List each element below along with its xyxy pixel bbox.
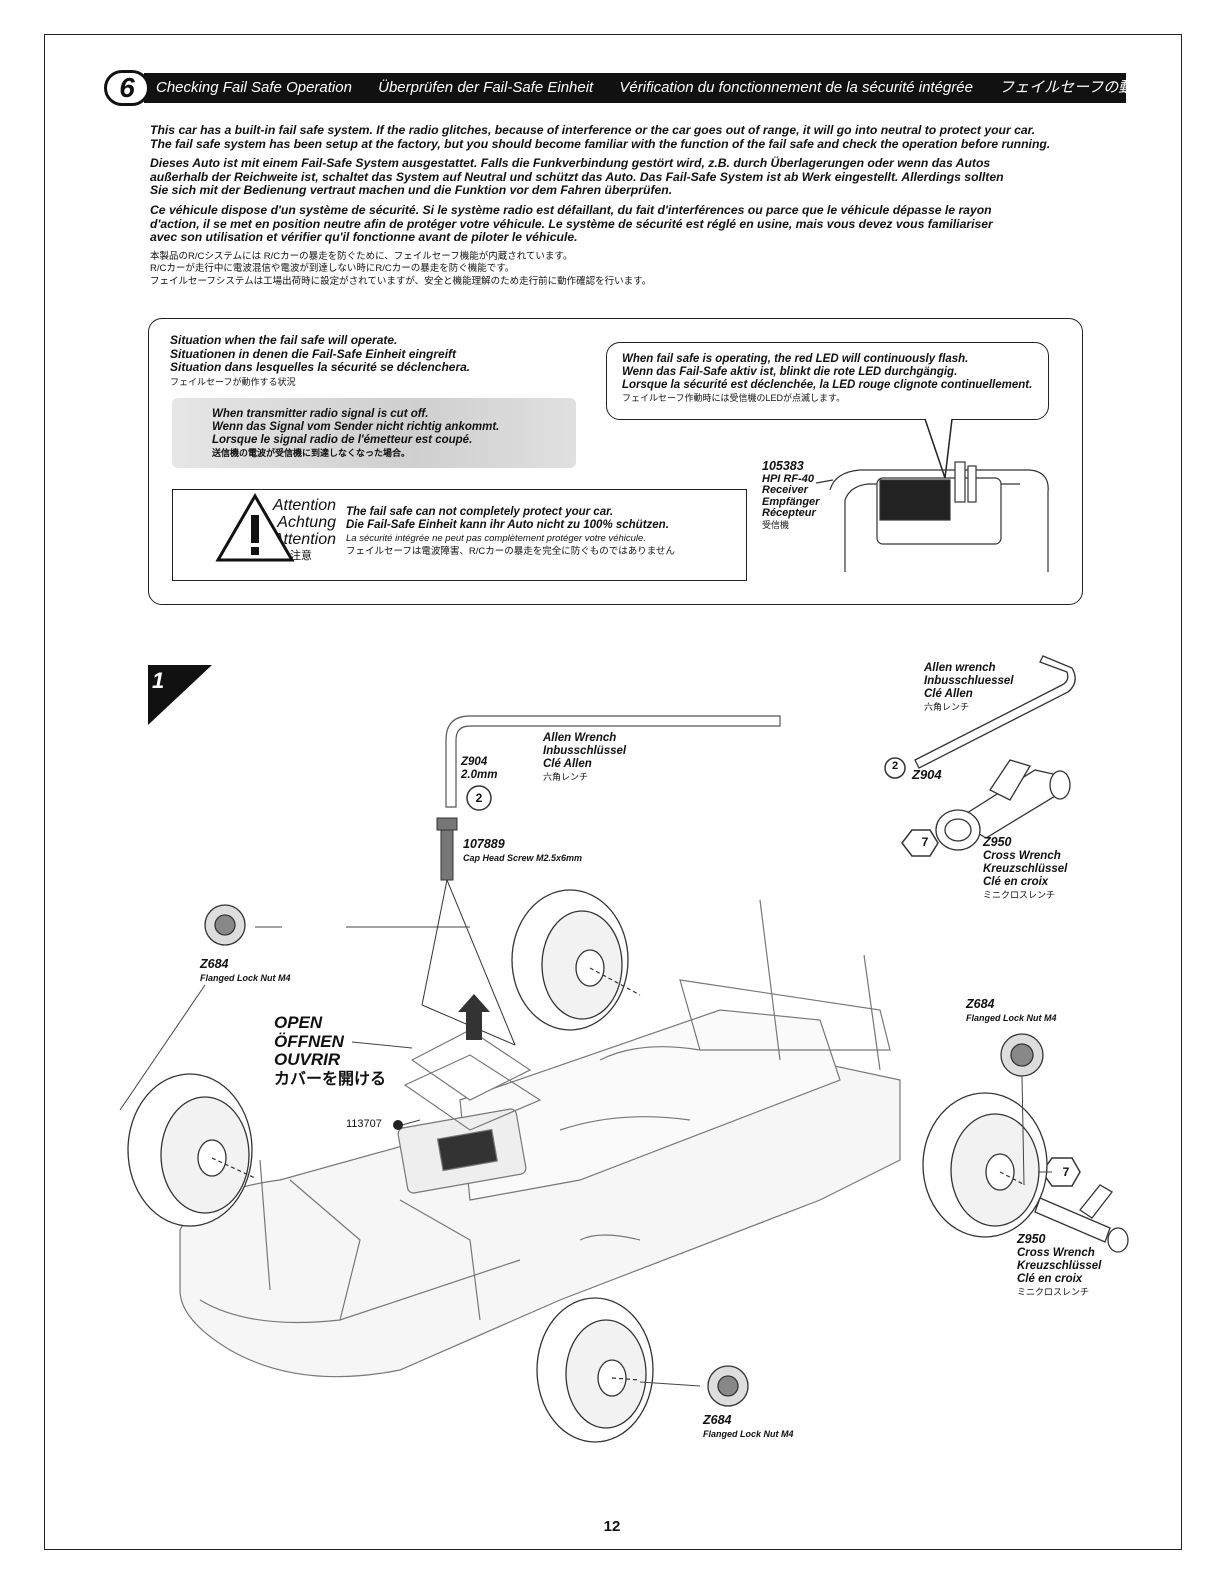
led-callout-text: When fail safe is operating, the red LED… <box>622 353 1033 403</box>
cross-wrench-top-label: Z950 Cross Wrench Kreuzschlüssel Clé en … <box>983 835 1068 901</box>
open-cover-label: OPEN ÖFFNEN OUVRIR カバーを開ける <box>274 1013 387 1088</box>
intro-en: This car has a built-in fail safe system… <box>150 123 1051 151</box>
cross-bottom-size-badge: 7 <box>1062 1165 1070 1179</box>
led-callout-ja: フェイルセーフ作動時には受信機のLEDが点滅します。 <box>622 393 846 403</box>
receiver-drawing <box>815 461 1049 572</box>
seal-marker <box>393 1120 403 1130</box>
section-title-bar: Checking Fail Safe Operation Überprüfen … <box>144 73 1126 103</box>
situation-box <box>148 318 1083 605</box>
wheel-rear-right <box>536 1297 654 1443</box>
allen-wrench-drawing <box>914 655 1076 769</box>
intro-de: Dieses Auto ist mit einem Fail-Safe Syst… <box>150 156 1004 198</box>
signal-cut-ja: 送信機の電波が受信機に到達しなくなった場合。 <box>212 448 411 458</box>
nut-right-label: Z684 Flanged Lock Nut M4 <box>966 997 1057 1024</box>
attention-text: The fail safe can not completely protect… <box>346 506 676 557</box>
title-de: Überprüfen der Fail-Safe Einheit <box>378 79 594 96</box>
lock-nuts <box>204 904 1044 1407</box>
receiver-label: 105383 HPI RF-40 Receiver Empfänger Réce… <box>762 459 820 530</box>
seal-code: 113707 <box>346 1118 382 1130</box>
step-number: 1 <box>152 668 165 693</box>
section-number: 6 <box>104 70 150 106</box>
nut-bottom-label: Z684 Flanged Lock Nut M4 <box>703 1413 794 1440</box>
page-number: 12 <box>603 1518 621 1535</box>
situation-title-ja: フェイルセーフが動作する状況 <box>170 376 296 387</box>
signal-cut-highlight <box>172 398 576 468</box>
cross-wrench-top-drawing <box>935 759 1071 851</box>
lift-arrow <box>458 994 490 1040</box>
wheel-front-right <box>922 1092 1048 1238</box>
cap-screw-drawing <box>436 817 458 881</box>
section-header: Checking Fail Safe Operation Überprüfen … <box>104 70 1126 106</box>
allen-center-code: Z904 2.0mm <box>461 756 498 781</box>
allen-center-badge: 2 <box>475 791 483 805</box>
attention-box <box>172 489 747 581</box>
allen-wrench-center-drawing <box>445 715 781 808</box>
leader-lines <box>119 926 1052 1387</box>
cross-wrench-bottom-label: Z950 Cross Wrench Kreuzschlüssel Clé en … <box>1017 1232 1102 1298</box>
nut-left-label: Z684 Flanged Lock Nut M4 <box>200 957 291 984</box>
screw-label: 107889 Cap Head Screw M2.5x6mm <box>463 837 583 864</box>
intro-fr: Ce véhicule dispose d'un système de sécu… <box>150 202 993 245</box>
cross-wrench-bottom-drawing <box>1034 1184 1129 1253</box>
axle-lines <box>211 967 1026 1381</box>
step-marker <box>148 665 212 725</box>
title-fr: Vérification du fonctionnement de la séc… <box>619 79 973 96</box>
intro-ja: 本製品のR/Cシステムには R/Cカーの暴走を防ぐために、フェイルセーフ機能が内… <box>150 250 652 287</box>
led-callout <box>606 342 1049 420</box>
wheel-rear-left <box>127 1073 253 1227</box>
page-frame <box>44 34 1182 1550</box>
intro-text: This car has a built-in fail safe system… <box>150 123 1110 294</box>
allen-size-badge: 2 <box>891 760 899 772</box>
allen-center-label: Allen Wrench Inbusschlüssel Clé Allen 六角… <box>543 732 627 782</box>
attention-words: Attention Achtung Attention 注意 <box>272 497 336 562</box>
wheel-front-left <box>511 889 629 1031</box>
signal-cut-text: When transmitter radio signal is cut off… <box>212 408 500 458</box>
warning-icon <box>215 493 295 562</box>
allen-wrench-code: Z904 <box>912 767 942 782</box>
size-badges <box>466 757 1081 1187</box>
cross-top-size-badge: 7 <box>921 835 929 849</box>
title-ja: フェイルセーフの動作確認 <box>999 79 1126 96</box>
chassis-drawing <box>179 899 901 1378</box>
situation-title: Situation when the fail safe will operat… <box>170 333 471 387</box>
callout-pointer <box>924 418 953 479</box>
allen-wrench-label: Allen wrench Inbusschluessel Clé Allen 六… <box>924 662 1014 712</box>
title-en: Checking Fail Safe Operation <box>156 79 352 96</box>
